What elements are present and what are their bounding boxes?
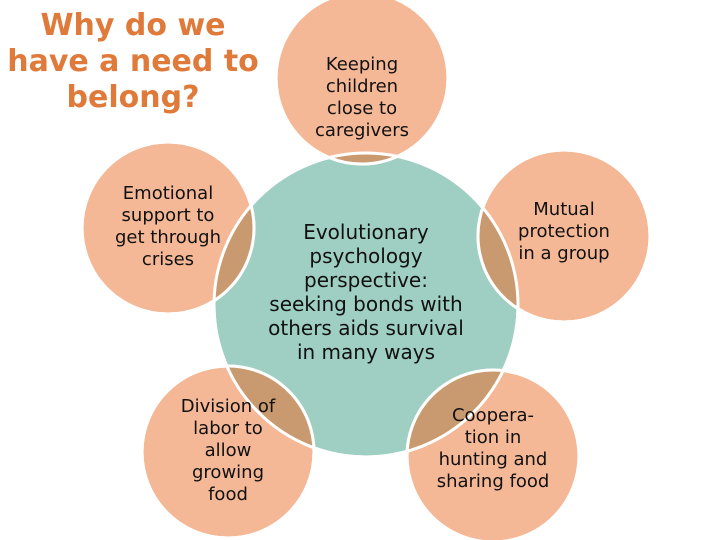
label-line: hunting and <box>438 449 548 470</box>
title-line: have a need to <box>7 44 259 79</box>
label-line: protection <box>518 221 610 242</box>
title-line: Why do we <box>40 8 226 43</box>
label-line: crises <box>141 249 195 270</box>
center-circle-outline <box>212 151 520 459</box>
label-line: support to <box>121 205 215 226</box>
label-line: Coopera- <box>451 405 535 426</box>
label-cooperation: Coopera- tion in hunting and sharing foo… <box>423 405 563 493</box>
label-line: others aids survival <box>268 316 464 340</box>
label-line: in a group <box>518 243 610 264</box>
label-line: growing <box>192 462 264 483</box>
label-center: Evolutionary psychology perspective: see… <box>251 220 481 364</box>
label-line: allow <box>204 440 252 461</box>
title-line: belong? <box>66 80 200 115</box>
label-emotional: Emotional support to get through crises <box>98 183 238 271</box>
label-line: Emotional <box>122 183 214 204</box>
satellite-outline-children <box>274 0 450 166</box>
label-line: close to <box>326 98 398 119</box>
label-line: Evolutionary <box>303 220 429 244</box>
label-line: get through <box>114 227 221 248</box>
label-line: children <box>325 76 399 97</box>
satellite-outline-labor <box>140 364 316 540</box>
label-line: sharing food <box>436 471 550 492</box>
satellite-outline-protection <box>476 148 652 324</box>
label-labor: Division of labor to allow growing food <box>158 396 298 506</box>
label-protection: Mutual protection in a group <box>498 199 630 265</box>
label-line: seeking bonds with <box>269 292 463 316</box>
label-line: Keeping <box>325 54 399 75</box>
satellite-outline-emotional <box>80 140 256 316</box>
label-line: psychology <box>309 244 423 268</box>
label-line: in many ways <box>296 340 436 364</box>
label-children: Keeping children close to caregivers <box>302 54 422 142</box>
label-line: food <box>208 484 248 505</box>
satellite-outline-cooperation <box>405 368 581 540</box>
label-line: Division of <box>180 396 276 417</box>
page-title: Why do we have a need to belong? <box>2 8 264 116</box>
label-line: Mutual <box>533 199 595 220</box>
label-line: labor to <box>193 418 263 439</box>
label-line: perspective: <box>304 268 428 292</box>
label-line: tion in <box>464 427 522 448</box>
label-line: caregivers <box>315 120 409 141</box>
